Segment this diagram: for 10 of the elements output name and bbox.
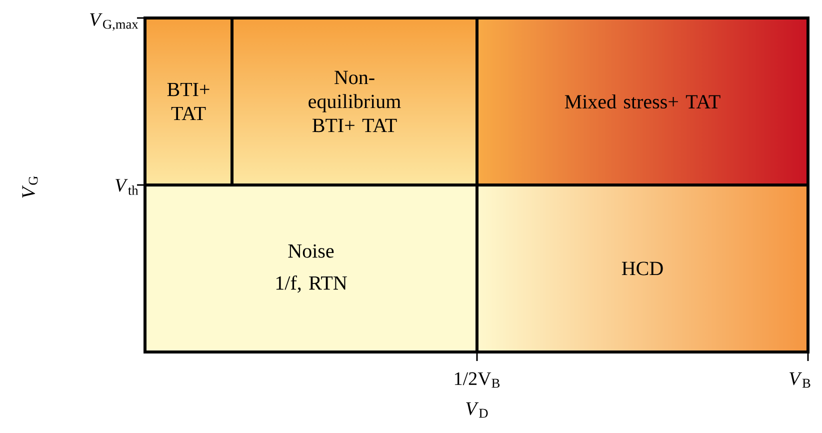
region-box: Noise 1/f, RTN [144,184,478,354]
axis-label: V$_{D}$ [466,402,488,418]
region-box: HCD [476,184,810,354]
tick-label: 1/2V$_{B}$ [454,372,500,388]
region-box: Mixed stress+ TAT [476,16,810,186]
axis-label: V$_{G}$ [22,176,38,198]
tick-label: V$_{B}$ [790,372,810,388]
region-box: BTI+ TAT [144,16,234,186]
tick-label: V$_{G,max}$ [90,13,138,31]
tick-label: V$_{th}$ [116,179,138,195]
